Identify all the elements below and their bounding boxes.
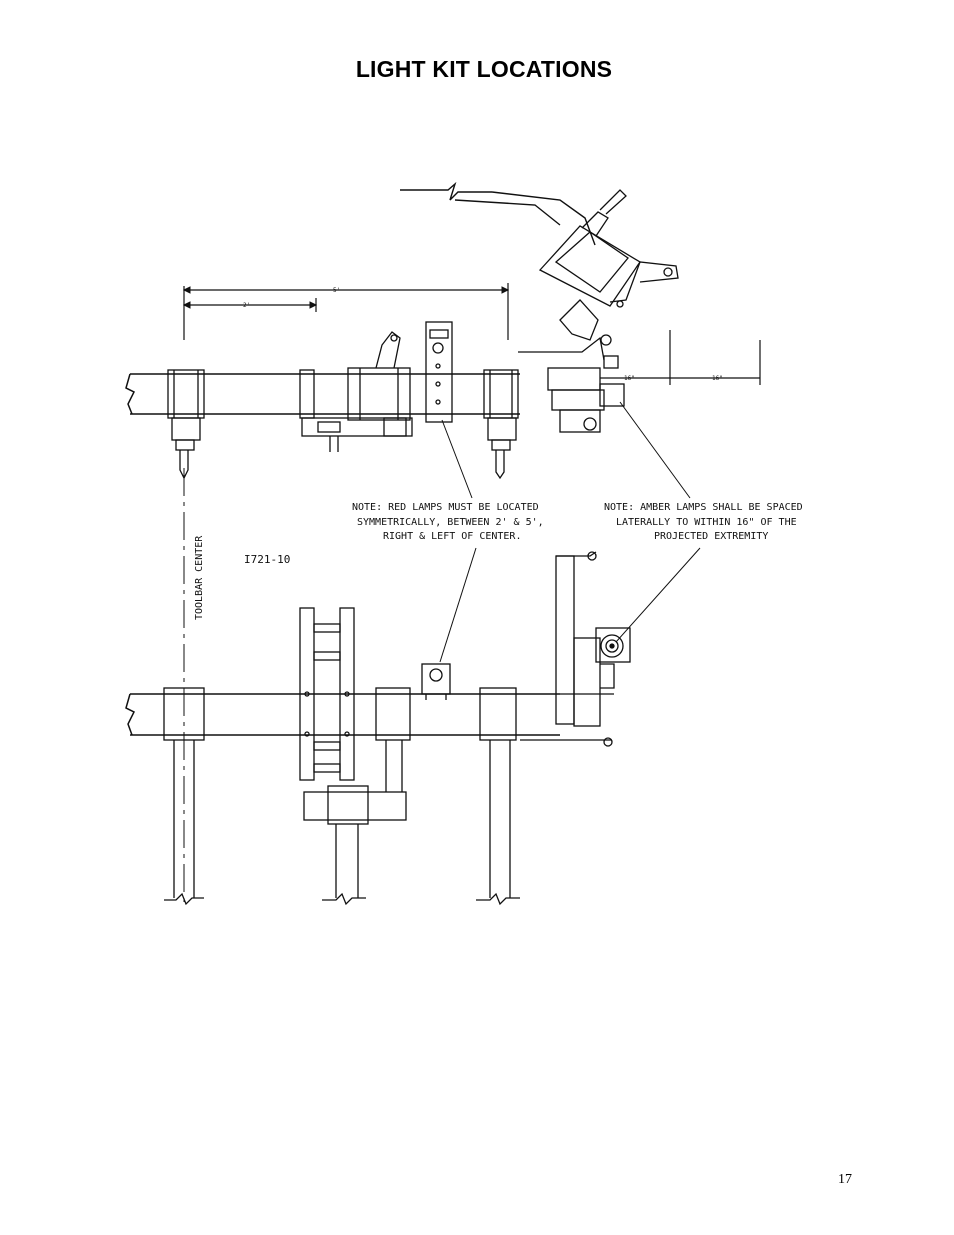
hitch-mechanism — [538, 189, 679, 346]
centerline-label: TOOLBAR CENTER — [194, 535, 205, 620]
shank-left-lower — [163, 687, 205, 906]
beam-clamps-upper — [167, 367, 519, 421]
toolbar-beam-lower — [125, 693, 560, 736]
lower-view — [125, 547, 701, 906]
dimension-arrows — [182, 286, 510, 309]
page-title: LIGHT KIT LOCATIONS — [355, 56, 613, 82]
toolbar-beam-upper — [125, 373, 520, 415]
note-red-lamps: NOTE: RED LAMPS MUST BE LOCATED SYMMETRI… — [352, 502, 544, 542]
upper-view: 5' 2' 16" 16" — [125, 181, 761, 499]
amber-lamp-mount-lower — [520, 551, 631, 747]
note-amber-line-2: LATERALLY TO WITHIN 16" OF THE — [616, 517, 797, 528]
top-break-line — [400, 181, 596, 246]
page-number: 17 — [838, 1172, 852, 1187]
amber-lamp-mount-upper — [518, 336, 625, 433]
dimension-16in-b: 16" — [712, 375, 723, 382]
note-leader-lines-lower — [439, 547, 701, 663]
note-leader-lines-upper — [441, 401, 691, 499]
mast-upper — [375, 331, 401, 369]
red-lamp-lower — [421, 663, 451, 700]
red-lamp-bracket-upper — [425, 321, 453, 423]
note-red-line-2: SYMMETRICALLY, BETWEEN 2' & 5', — [357, 517, 544, 528]
dimension-lines — [183, 283, 761, 385]
dimension-5ft: 5' — [333, 287, 340, 294]
double-bar-bracket — [299, 607, 355, 781]
dimension-16in-a: 16" — [624, 375, 635, 382]
note-amber-line-1: NOTE: AMBER LAMPS SHALL BE SPACED — [604, 502, 803, 513]
note-red-line-1: NOTE: RED LAMPS MUST BE LOCATED — [352, 502, 539, 513]
note-amber-line-3: PROJECTED EXTREMITY — [654, 531, 768, 542]
shanks-upper — [171, 417, 517, 480]
note-red-line-3: RIGHT & LEFT OF CENTER. — [383, 531, 521, 542]
shank-right-lower — [476, 687, 520, 906]
drawing-number: I721-10 — [244, 553, 290, 566]
dimension-2ft: 2' — [243, 302, 250, 309]
note-amber-lamps: NOTE: AMBER LAMPS SHALL BE SPACED LATERA… — [604, 502, 803, 542]
shank-center-lower — [303, 687, 411, 906]
